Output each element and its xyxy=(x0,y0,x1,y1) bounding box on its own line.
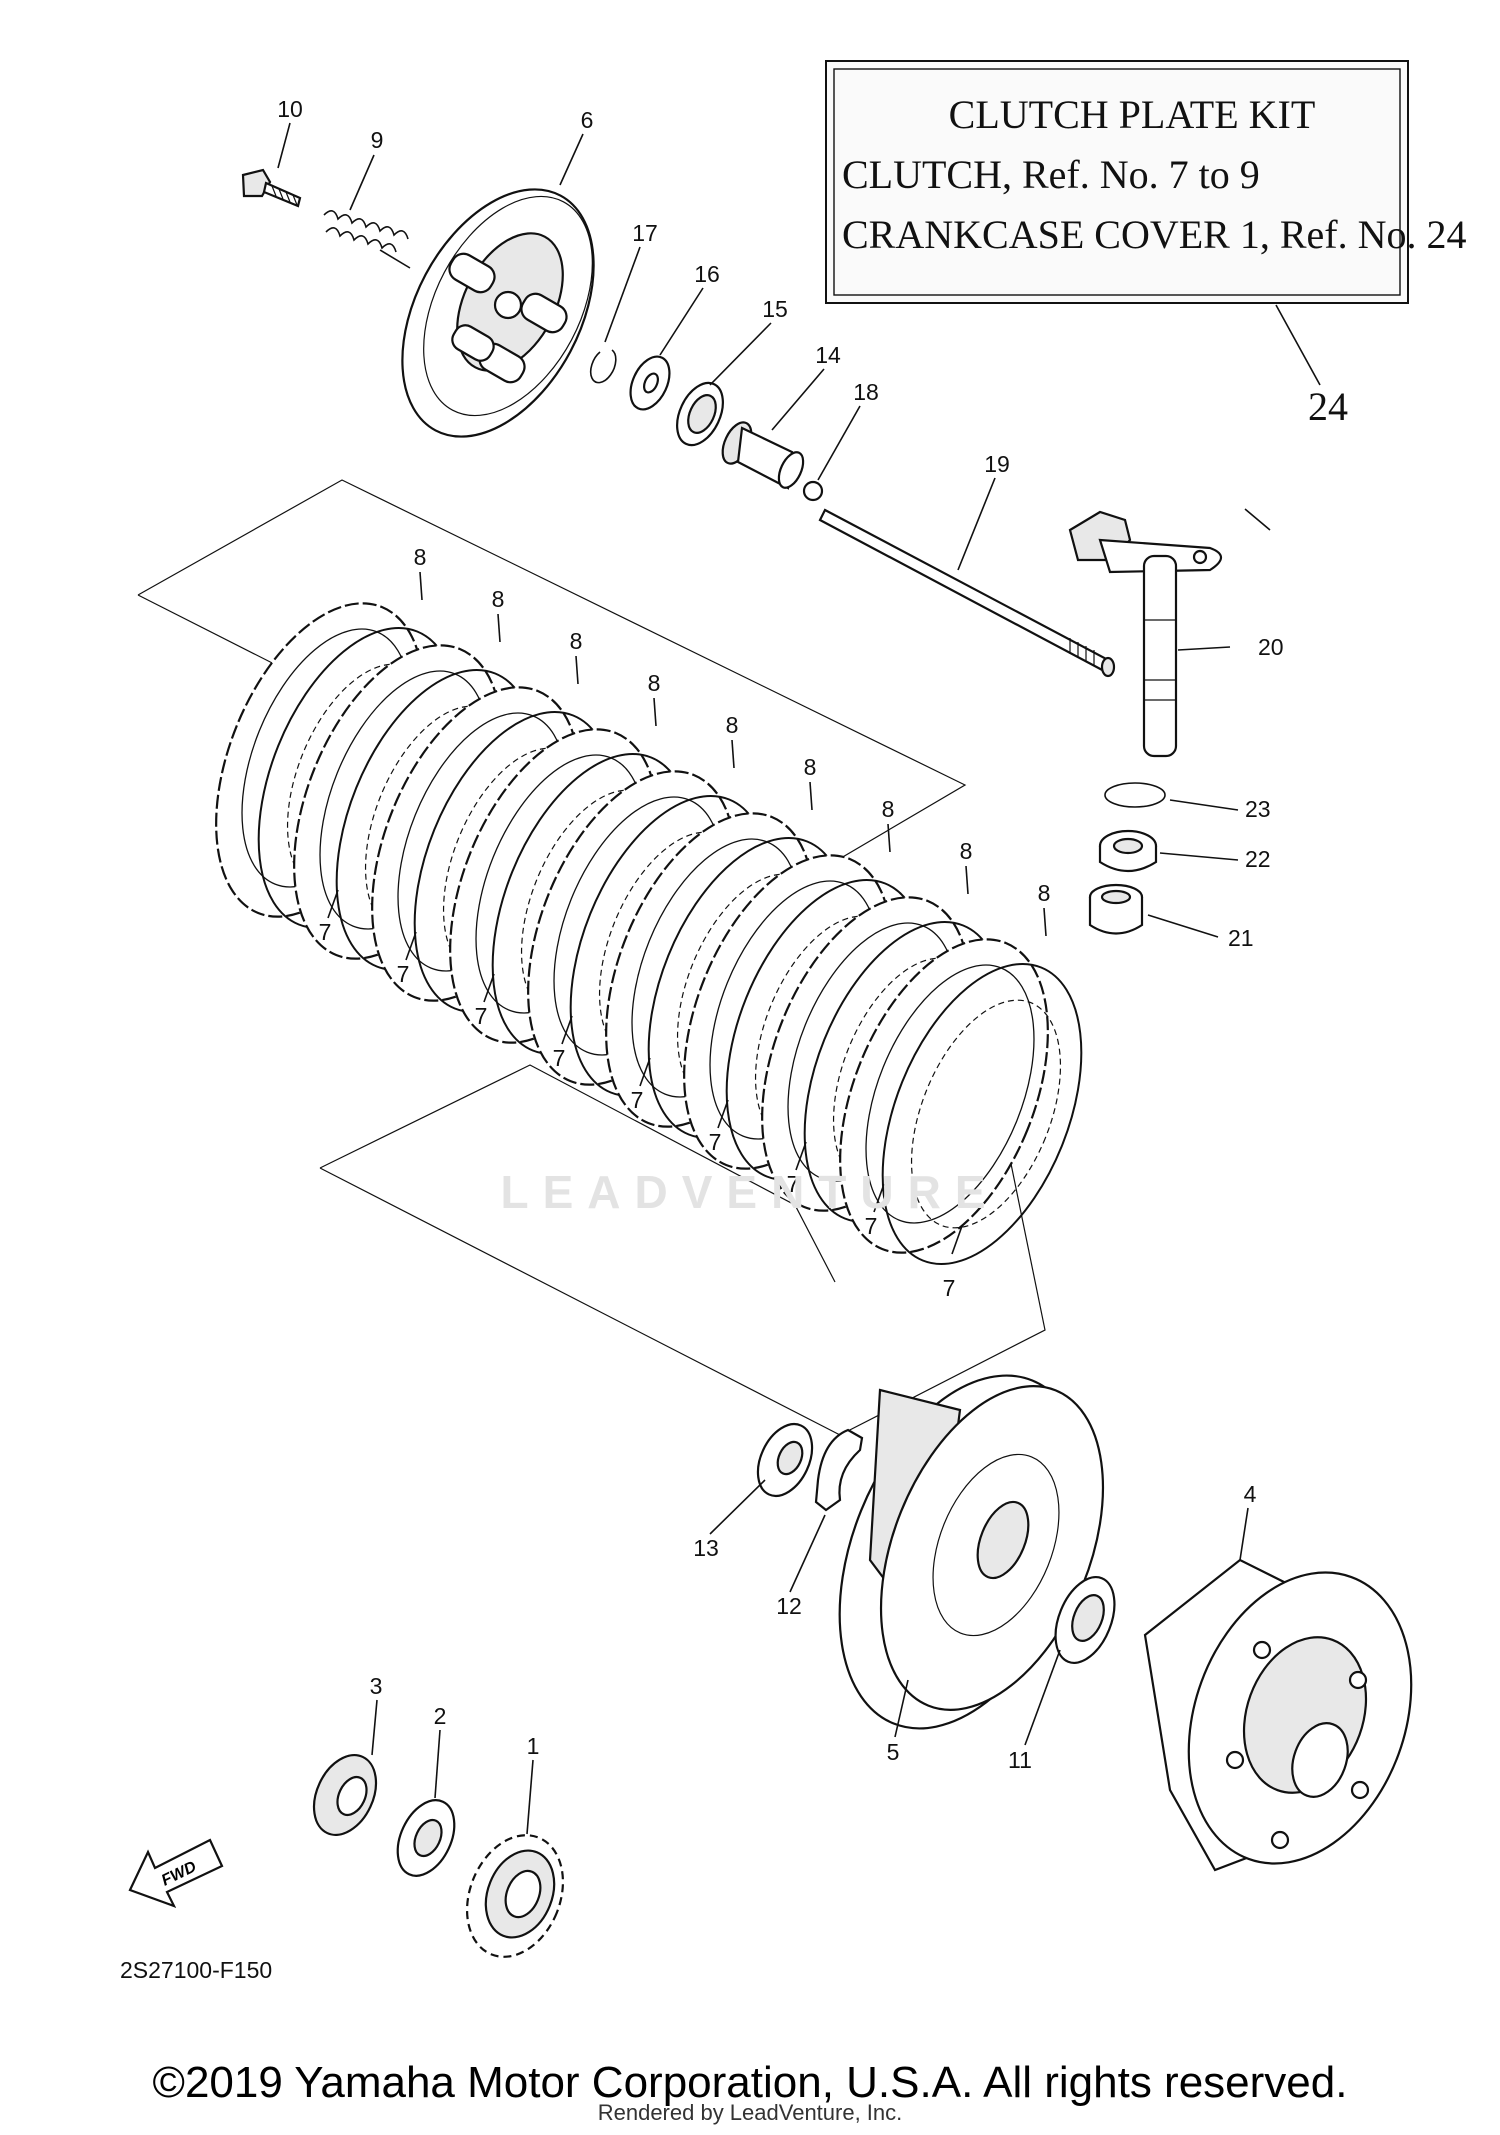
watermark: LEADVENTURE xyxy=(500,1166,1000,1218)
plate-callouts: 8 7 8 7 8 7 8 7 8 7 8 7 8 7 8 7 8 7 xyxy=(319,544,1051,1301)
callout-4: 4 xyxy=(1244,1481,1257,1507)
callout-7: 7 xyxy=(865,1213,878,1239)
callout-18: 18 xyxy=(853,379,879,405)
bearing-part-15 xyxy=(676,381,724,447)
rendered-by-notice: Rendered by LeadVenture, Inc. xyxy=(597,2100,903,2125)
callout-21: 21 xyxy=(1228,925,1254,951)
callout-numbers: 10 9 6 17 16 15 14 18 19 20 23 22 21 13 … xyxy=(277,96,1283,1773)
callout-20: 20 xyxy=(1258,634,1284,660)
push-rod-part-19 xyxy=(818,508,1116,678)
clutch-housing-part-4 xyxy=(1143,1558,1413,1872)
callout-8: 8 xyxy=(1038,880,1051,906)
callout-3: 3 xyxy=(370,1673,383,1699)
circlip-part-17 xyxy=(589,349,617,384)
kit-line-crankcase: CRANKCASE COVER 1, Ref. No. 24 xyxy=(842,212,1466,257)
callout-8: 8 xyxy=(882,796,895,822)
callout-7: 7 xyxy=(397,961,410,987)
washer-part-2 xyxy=(396,1799,456,1877)
callout-1: 1 xyxy=(527,1733,540,1759)
clutch-plate-stack xyxy=(215,602,1083,1265)
washer-part-16 xyxy=(629,355,671,411)
callout-7: 7 xyxy=(319,919,332,945)
callout-7: 7 xyxy=(787,1171,800,1197)
callout-8: 8 xyxy=(414,544,427,570)
kit-ref-24: 24 xyxy=(1308,384,1348,429)
callout-10: 10 xyxy=(277,96,303,122)
push-lever-part-20 xyxy=(1068,510,1223,758)
circlip-part-23 xyxy=(1104,782,1166,808)
gear-part-1 xyxy=(465,1834,565,1958)
callout-7: 7 xyxy=(631,1087,644,1113)
ball-part-18 xyxy=(802,480,824,502)
clutch-plate-kit-box: CLUTCH PLATE KIT CLUTCH, Ref. No. 7 to 9… xyxy=(825,60,1466,429)
callout-8: 8 xyxy=(960,838,973,864)
callout-17: 17 xyxy=(632,220,658,246)
callout-7: 7 xyxy=(709,1129,722,1155)
lock-washer-part-12 xyxy=(814,1428,864,1512)
thrust-washer-part-11 xyxy=(1054,1576,1116,1664)
callout-6: 6 xyxy=(581,107,594,133)
callout-8: 8 xyxy=(648,670,661,696)
oil-seal-part-22 xyxy=(1098,829,1158,873)
callout-7: 7 xyxy=(943,1275,956,1301)
nut-part-3 xyxy=(312,1754,378,1836)
callout-7: 7 xyxy=(553,1045,566,1071)
leader-lines xyxy=(277,122,1271,1835)
callout-15: 15 xyxy=(762,296,788,322)
clutch-exploded-diagram: CLUTCH PLATE KIT CLUTCH, Ref. No. 7 to 9… xyxy=(120,60,1466,1983)
callout-7: 7 xyxy=(475,1003,488,1029)
callout-12: 12 xyxy=(776,1593,802,1619)
callout-5: 5 xyxy=(887,1739,900,1765)
washer-part-13 xyxy=(756,1422,814,1498)
callout-8: 8 xyxy=(804,754,817,780)
callout-19: 19 xyxy=(984,451,1010,477)
callout-8: 8 xyxy=(570,628,583,654)
bearing-part-21 xyxy=(1088,883,1144,935)
callout-8: 8 xyxy=(726,712,739,738)
bolt-part-10 xyxy=(241,168,302,208)
kit-line-clutch: CLUTCH, Ref. No. 7 to 9 xyxy=(842,152,1260,197)
callout-23: 23 xyxy=(1245,796,1271,822)
callout-22: 22 xyxy=(1245,846,1271,872)
callout-8: 8 xyxy=(492,586,505,612)
callout-13: 13 xyxy=(693,1535,719,1561)
callout-11: 11 xyxy=(1008,1747,1032,1773)
spring-part-9 xyxy=(323,210,411,269)
diagram-code: 2S27100-F150 xyxy=(120,1957,272,1983)
pressure-plate-part-6 xyxy=(401,188,595,438)
steel-plate-inner xyxy=(910,999,1062,1229)
friction-plate-7 xyxy=(839,938,1049,1254)
callout-16: 16 xyxy=(694,261,720,287)
fwd-arrow-icon: FWD xyxy=(128,1838,224,1908)
push-rod-part-14 xyxy=(721,421,805,490)
callout-14: 14 xyxy=(815,342,841,368)
plate-stack-outline xyxy=(137,479,1046,1436)
clutch-boss-part-5 xyxy=(838,1374,1105,1730)
copyright-notice: ©2019 Yamaha Motor Corporation, U.S.A. A… xyxy=(152,2058,1348,2107)
kit-title: CLUTCH PLATE KIT xyxy=(949,92,1316,137)
callout-9: 9 xyxy=(371,127,384,153)
callout-2: 2 xyxy=(434,1703,447,1729)
steel-plate-8 xyxy=(881,963,1083,1265)
